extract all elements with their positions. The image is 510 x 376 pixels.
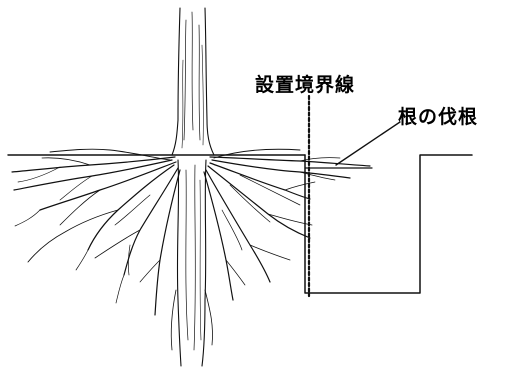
roots-left [11,148,181,316]
tree-trunk [171,7,215,156]
trench-outline [304,154,473,294]
cut-leader-line [335,121,401,166]
roots-right [203,148,371,301]
taproot [170,159,213,367]
boundary-label: 設置境界線 [255,74,356,96]
root-cutting-label: 根の伐根 [398,106,479,128]
